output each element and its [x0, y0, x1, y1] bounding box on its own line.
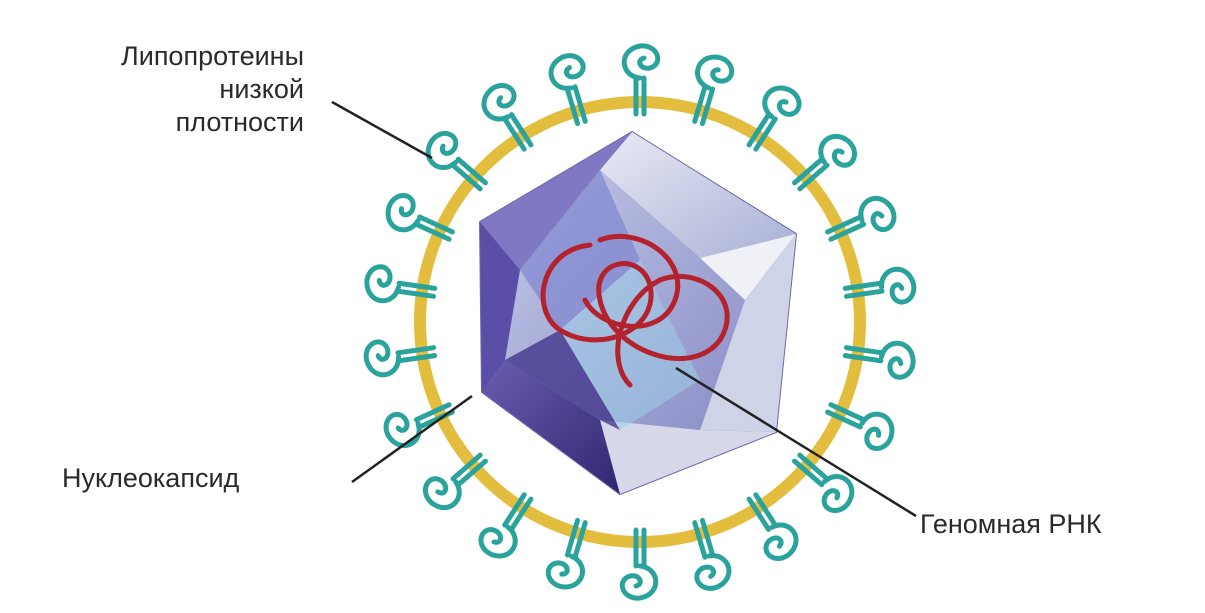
label-genomic-rna: Геномная РНК — [920, 508, 1102, 541]
label-lipoproteins: Липопротеины низкой плотности — [14, 40, 304, 139]
label-lipoproteins-line1: Липопротеины — [14, 40, 304, 73]
label-lipoproteins-line2: низкой — [14, 73, 304, 106]
label-nucleocapsid: Нуклеокапсид — [62, 462, 239, 495]
label-lipoproteins-line3: плотности — [14, 106, 304, 139]
nucleocapsid-shape — [480, 132, 796, 494]
leader-line-lipoproteins — [332, 102, 432, 158]
